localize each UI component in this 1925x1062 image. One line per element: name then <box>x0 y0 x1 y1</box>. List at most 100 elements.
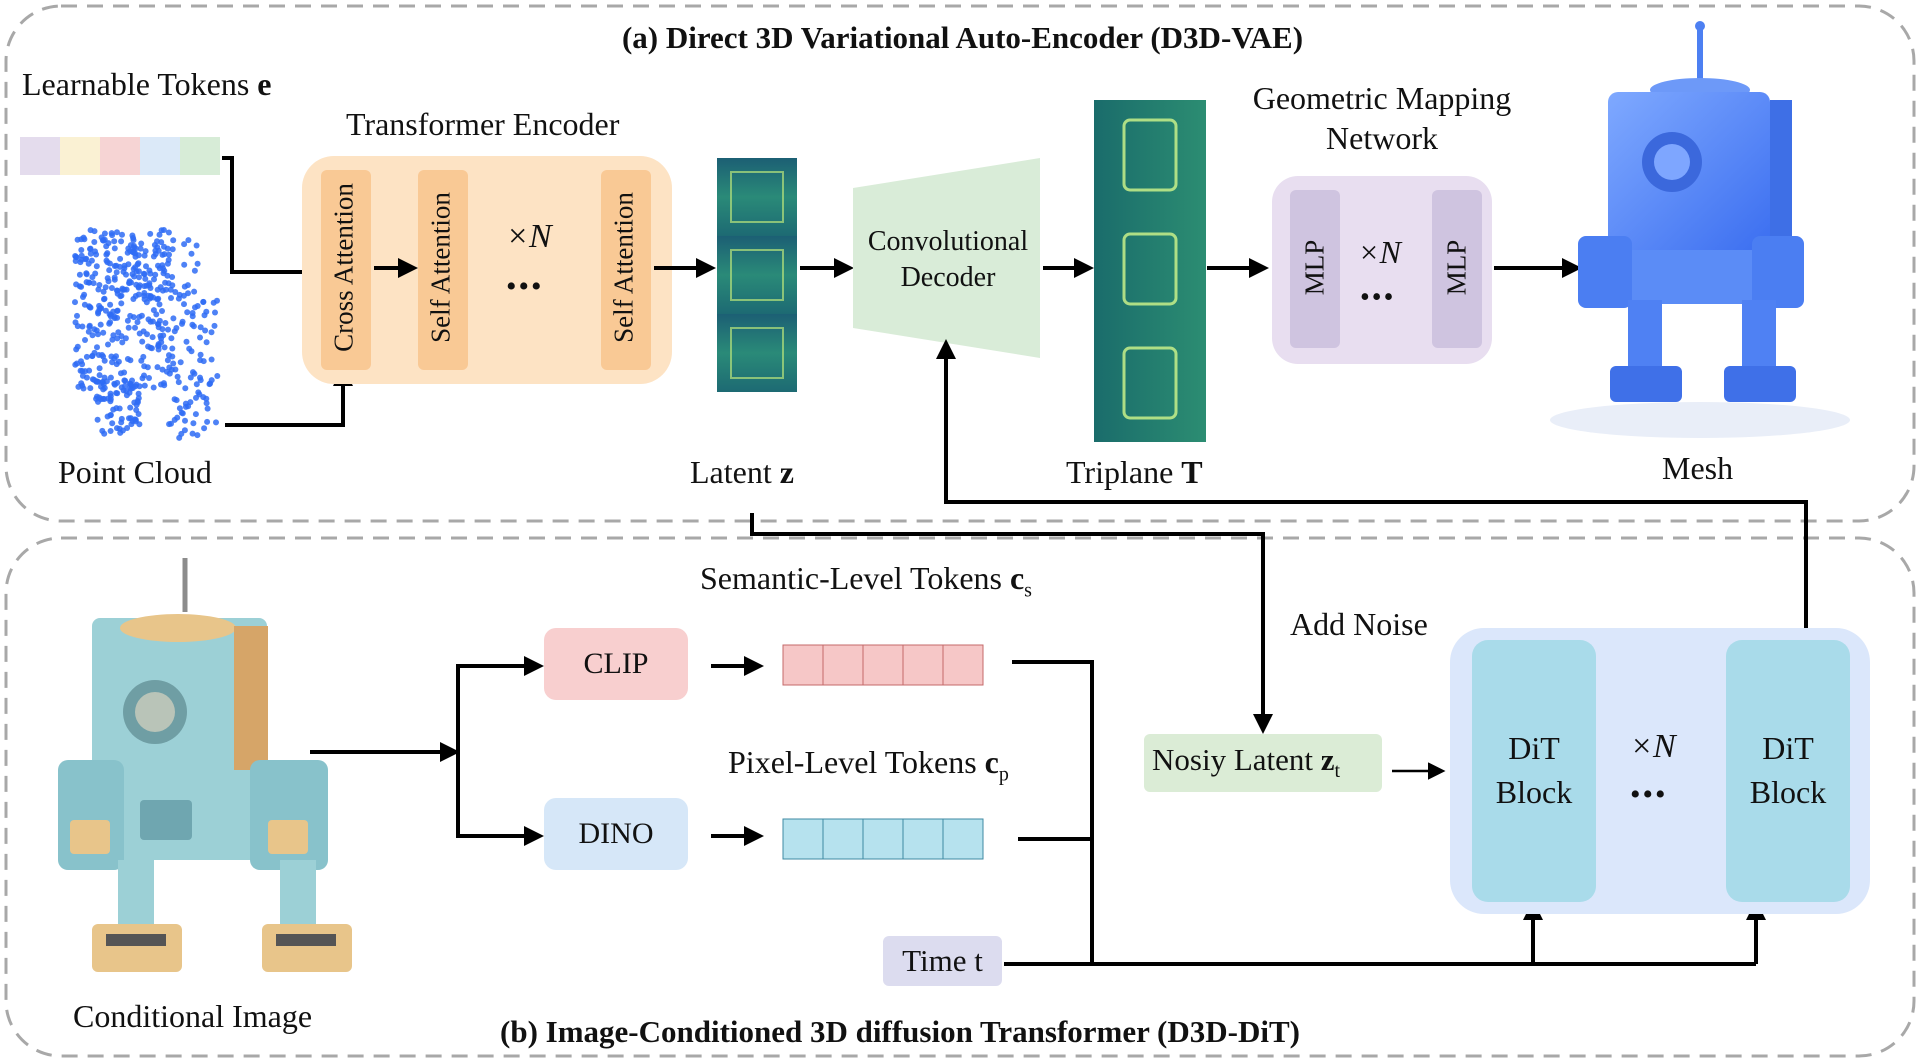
semantic-token-cell <box>822 644 864 686</box>
point-cloud-dot <box>172 289 179 295</box>
point-cloud-dot <box>204 405 211 412</box>
point-cloud-dot <box>103 243 110 250</box>
point-cloud-dot <box>125 324 132 331</box>
point-cloud-dot <box>79 361 86 368</box>
point-cloud-dot <box>85 260 92 267</box>
point-cloud-dot <box>131 399 138 406</box>
semantic-token-cell <box>862 644 904 686</box>
point-cloud-dot <box>177 359 184 366</box>
panel-b-title: (b) Image-Conditioned 3D diffusion Trans… <box>500 1014 1300 1049</box>
point-cloud-dot <box>168 335 175 342</box>
point-cloud-dot <box>182 385 189 392</box>
point-cloud-dot <box>134 319 141 326</box>
point-cloud-dot <box>127 248 134 254</box>
point-cloud-dot <box>83 271 90 278</box>
point-cloud-dot <box>113 269 120 276</box>
point-cloud-dot <box>95 286 102 293</box>
semantic-token-cell <box>942 644 984 686</box>
point-cloud-dot <box>159 308 165 314</box>
pixel-token-cell <box>902 818 944 860</box>
point-cloud-dot <box>181 301 187 308</box>
pixel-token-cell <box>782 818 824 860</box>
point-cloud-dot <box>204 418 211 425</box>
point-cloud-dot <box>181 283 188 290</box>
point-cloud-dot <box>79 372 86 379</box>
point-cloud-dot <box>165 326 171 333</box>
point-cloud-dot <box>174 373 181 380</box>
point-cloud-dot <box>170 360 177 367</box>
learnable-tokens-label: Learnable Tokens e <box>22 66 272 103</box>
point-cloud-dot <box>196 391 203 398</box>
point-cloud-dot <box>136 274 142 281</box>
point-cloud-dot <box>143 263 149 270</box>
triplane-text: Triplane <box>1066 454 1174 490</box>
point-cloud-dot <box>76 271 83 278</box>
point-cloud-dot <box>74 343 81 350</box>
mesh-label: Mesh <box>1662 450 1734 486</box>
noisy-latent-box <box>1144 734 1382 792</box>
point-cloud-dot <box>78 380 85 387</box>
point-cloud-dot <box>154 364 161 371</box>
point-cloud-dot <box>73 281 80 288</box>
mlp-repeat-label: ×N <box>1358 234 1401 270</box>
point-cloud-dot <box>104 259 111 266</box>
point-cloud-dot <box>187 399 194 406</box>
dit-block-1 <box>1472 640 1596 902</box>
latent-map-tile <box>717 236 797 314</box>
point-cloud-dot <box>169 274 176 280</box>
latent-label: Latent z <box>690 454 794 491</box>
point-cloud-dot <box>170 315 177 322</box>
point-cloud-dot <box>89 376 96 383</box>
point-cloud-dot <box>100 329 107 336</box>
point-cloud-dot <box>190 420 197 427</box>
panel-a-frame <box>4 4 1916 523</box>
time-label: Time t <box>902 943 983 979</box>
point-cloud-dot <box>173 325 180 331</box>
point-cloud-dot <box>181 427 188 434</box>
point-cloud-dot <box>114 307 121 314</box>
point-cloud-dot <box>144 331 150 338</box>
point-cloud-dot <box>156 301 163 308</box>
self-attention-label-1: Self Attention <box>425 192 456 343</box>
point-cloud-dot <box>127 404 134 411</box>
point-cloud-dot <box>72 258 79 264</box>
point-cloud-label: Point Cloud <box>58 454 212 490</box>
point-cloud-dot <box>111 380 118 387</box>
semantic-token-cell <box>782 644 824 686</box>
learnable-token-cell <box>60 137 100 175</box>
point-cloud-dot <box>188 348 195 355</box>
point-cloud-dot <box>173 397 180 404</box>
point-cloud-image <box>72 227 221 441</box>
point-cloud-dot <box>145 316 152 323</box>
cross-attention-label: Cross Attention <box>328 183 359 352</box>
pixel-token-cell <box>862 818 904 860</box>
point-cloud-dot <box>208 377 215 384</box>
dino-box <box>544 798 688 870</box>
point-cloud-dot <box>149 334 156 341</box>
point-cloud-dot <box>190 369 196 376</box>
noisy-latent-text: Nosiy Latent <box>1152 742 1313 777</box>
point-cloud-dot <box>169 345 176 352</box>
arrow-pointcloud-to-encoder <box>225 366 353 427</box>
point-cloud-dot <box>146 375 152 381</box>
point-cloud-dot <box>141 372 147 379</box>
point-cloud-dot <box>147 230 154 237</box>
point-cloud-dot <box>91 228 98 235</box>
point-cloud-dot <box>82 368 89 375</box>
point-cloud-dot <box>136 421 143 428</box>
point-cloud-dot <box>97 321 104 328</box>
pixel-token-cell <box>822 818 864 860</box>
point-cloud-dot <box>102 284 109 291</box>
mlp-ellipsis: ••• <box>1360 282 1396 313</box>
point-cloud-dot <box>114 335 121 342</box>
point-cloud-dot <box>87 250 94 257</box>
point-cloud-dot <box>194 432 201 439</box>
point-cloud-dot <box>96 365 103 372</box>
mlp-label-1: MLP <box>1299 239 1330 296</box>
point-cloud-dot <box>190 323 197 330</box>
point-cloud-dot <box>106 267 113 274</box>
point-cloud-dot <box>86 323 93 330</box>
point-cloud-dot <box>137 245 144 252</box>
point-cloud-dot <box>160 270 167 277</box>
